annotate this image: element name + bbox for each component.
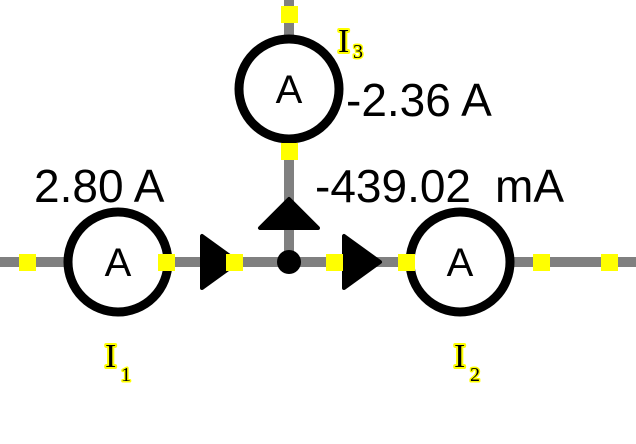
label-i1-subscript: 1 — [121, 364, 131, 386]
label-i3-letter: I — [338, 23, 349, 60]
arrow-right-icon — [200, 234, 240, 290]
terminal — [398, 254, 415, 271]
terminal — [281, 6, 298, 23]
junction-node — [277, 250, 301, 274]
label-i2-letter: I — [454, 338, 465, 375]
label-i2: I 2 — [452, 336, 482, 388]
label-i3: I 3 — [336, 21, 365, 65]
arrow-right-icon — [342, 234, 382, 290]
ammeter-i3: A — [234, 34, 344, 144]
terminal — [326, 254, 343, 271]
ammeter-i2-reading-unit: mA — [495, 160, 564, 212]
terminal — [19, 254, 36, 271]
ammeter-i2-reading-value: -439.02 — [315, 160, 471, 212]
label-i1-letter: I — [105, 338, 116, 375]
label-i3-subscript: 3 — [353, 41, 363, 63]
ammeter-i2-symbol: A — [447, 241, 474, 285]
current-arrows — [200, 197, 382, 290]
terminal — [158, 254, 175, 271]
label-i1: I 1 — [103, 336, 133, 388]
ammeter-i2: A — [405, 207, 515, 317]
arrow-up-icon — [258, 197, 320, 230]
terminal — [281, 143, 298, 160]
ammeter-i1-reading: 2.80 A — [34, 160, 165, 212]
terminals — [19, 6, 618, 271]
ammeter-i1-symbol: A — [105, 241, 132, 285]
ammeter-i3-symbol: A — [276, 68, 303, 112]
terminal — [226, 254, 243, 271]
ammeter-i3-reading: -2.36 A — [346, 74, 492, 126]
label-i2-subscript: 2 — [470, 364, 480, 386]
terminal — [601, 254, 618, 271]
ammeter-i3-body — [234, 34, 344, 144]
terminal — [533, 254, 550, 271]
ammeter-i1: A — [63, 207, 173, 317]
